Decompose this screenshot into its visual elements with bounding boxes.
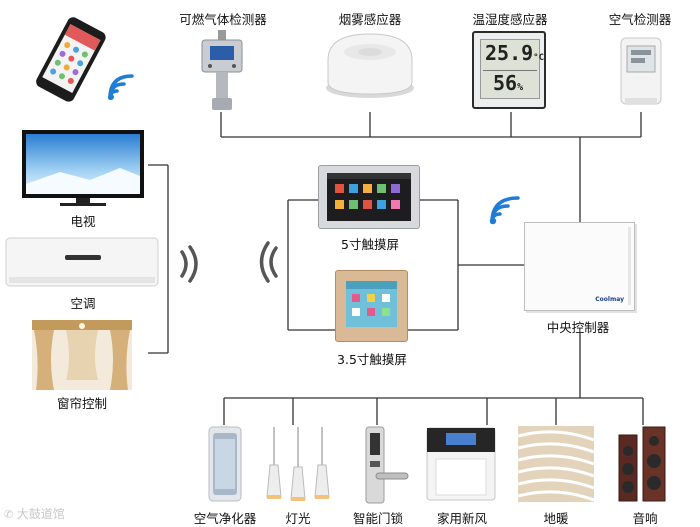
- top-device-label-air: 空气检测器: [608, 12, 672, 27]
- humidity-unit: %: [517, 82, 524, 93]
- floor-heating-icon: [517, 426, 595, 506]
- gas-detector-icon: [196, 30, 248, 116]
- bottom-device-label-floorheat: 地暖: [543, 511, 569, 526]
- fresh-air-unit-icon: [426, 427, 496, 507]
- temperature-unit: °C: [533, 53, 545, 63]
- bottom-device-label-speaker: 音响: [632, 511, 658, 526]
- humidity-value: 56: [493, 71, 518, 95]
- touchscreen-5-label: 5寸触摸屏: [341, 237, 399, 252]
- tv-icon: [20, 128, 146, 212]
- top-device-label-smoke: 烟雾感应器: [338, 12, 402, 27]
- watermark-text: 大鼓道馆: [16, 507, 65, 521]
- controller-box-icon: Coolmay: [524, 222, 635, 311]
- touchscreen-3-5-label: 3.5寸触摸屏: [337, 352, 407, 367]
- smoke-detector-icon: [320, 30, 420, 106]
- thermo-hygrometer-icon: 25.9°C 56%: [472, 31, 546, 109]
- smartphone: [30, 14, 130, 108]
- temperature-value: 25.9: [485, 41, 534, 65]
- bottom-device-label-freshair: 家用新风: [436, 511, 487, 526]
- speaker-icon: [615, 425, 671, 509]
- touchscreen-3-5-icon: [335, 270, 408, 342]
- bottom-device-label-light: 灯光: [285, 511, 311, 526]
- wifi-icon: [488, 192, 524, 232]
- top-device-label-thermo: 温湿度感应器: [472, 12, 548, 27]
- left-device-label-ac: 空调: [70, 296, 96, 311]
- left-device-label-tv: 电视: [70, 214, 96, 229]
- wireless-wave-icon: [178, 244, 202, 288]
- air-monitor-icon: [619, 36, 663, 112]
- controller-brand: Coolmay: [595, 296, 624, 303]
- top-device-label-gas: 可燃气体检测器: [179, 12, 267, 27]
- pendant-light-icon: [262, 425, 332, 509]
- left-device-label-curtain: 窗帘控制: [56, 396, 107, 411]
- air-purifier-icon: [205, 425, 245, 509]
- bottom-device-label-purifier: 空气净化器: [193, 511, 257, 526]
- wireless-wave-icon: [256, 240, 280, 288]
- air-conditioner-icon: [5, 237, 161, 293]
- smart-lock-icon: [362, 425, 412, 509]
- bottom-device-label-lock: 智能门锁: [352, 511, 403, 526]
- touchscreen-5-icon: [318, 165, 420, 229]
- watermark: ✆ 大鼓道馆: [4, 507, 65, 521]
- wifi-icon: [104, 70, 138, 108]
- curtain-icon: [32, 320, 132, 394]
- controller-label: 中央控制器: [546, 320, 610, 335]
